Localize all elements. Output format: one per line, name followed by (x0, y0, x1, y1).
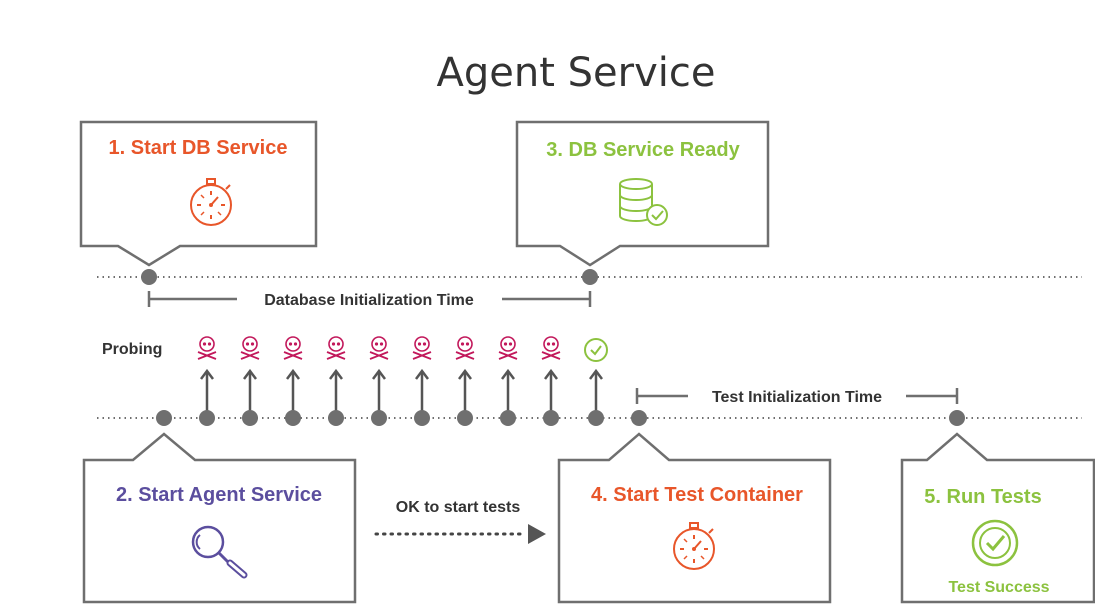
probe-arrows (199, 369, 604, 418)
step-run-tests-label: 5. Run Tests (924, 486, 1041, 508)
probing-label: Probing (102, 341, 162, 358)
check-circle-icon (971, 519, 1019, 567)
step-db-ready-label: 3. DB Service Ready (546, 139, 740, 161)
step-start-db-label: 1. Start DB Service (109, 137, 288, 159)
test-success-label: Test Success (948, 579, 1049, 596)
skull-crossbones-icon (369, 336, 389, 360)
check-circle-icon (584, 338, 608, 362)
step-run-tests-callout: 5. Run Tests Test Success (900, 432, 1095, 604)
db-init-time-label: Database Initialization Time (264, 292, 474, 309)
skull-crossbones-icon (197, 336, 217, 360)
ok-to-start-label: OK to start tests (396, 499, 521, 516)
skull-crossbones-icon (412, 336, 432, 360)
db-init-time-span: Database Initialization Time (147, 291, 592, 309)
step-db-ready-callout: 3. DB Service Ready (515, 120, 770, 267)
agent-timeline-nodes (156, 410, 965, 426)
step-start-agent-callout: 2. Start Agent Service (82, 432, 357, 604)
step-start-test-label: 4. Start Test Container (591, 484, 803, 506)
database-check-icon (619, 178, 668, 226)
timeline-node-start-db (141, 269, 157, 285)
skull-crossbones-icon (498, 336, 518, 360)
step-start-db-callout: 1. Start DB Service (79, 120, 318, 267)
step-start-agent-label: 2. Start Agent Service (116, 484, 322, 506)
probe-results (197, 336, 608, 362)
step-start-test-callout: 4. Start Test Container (557, 432, 832, 604)
magnifier-icon (191, 525, 248, 579)
test-init-time-label: Test Initialization Time (712, 389, 882, 406)
ok-to-start-arrow (374, 524, 546, 544)
page-title: Agent Service (437, 50, 716, 96)
skull-crossbones-icon (455, 336, 475, 360)
skull-crossbones-icon (240, 336, 260, 360)
timeline-node-db-ready (582, 269, 598, 285)
skull-crossbones-icon (283, 336, 303, 360)
test-init-time-span: Test Initialization Time (635, 388, 959, 406)
skull-crossbones-icon (541, 336, 561, 360)
skull-crossbones-icon (326, 336, 346, 360)
